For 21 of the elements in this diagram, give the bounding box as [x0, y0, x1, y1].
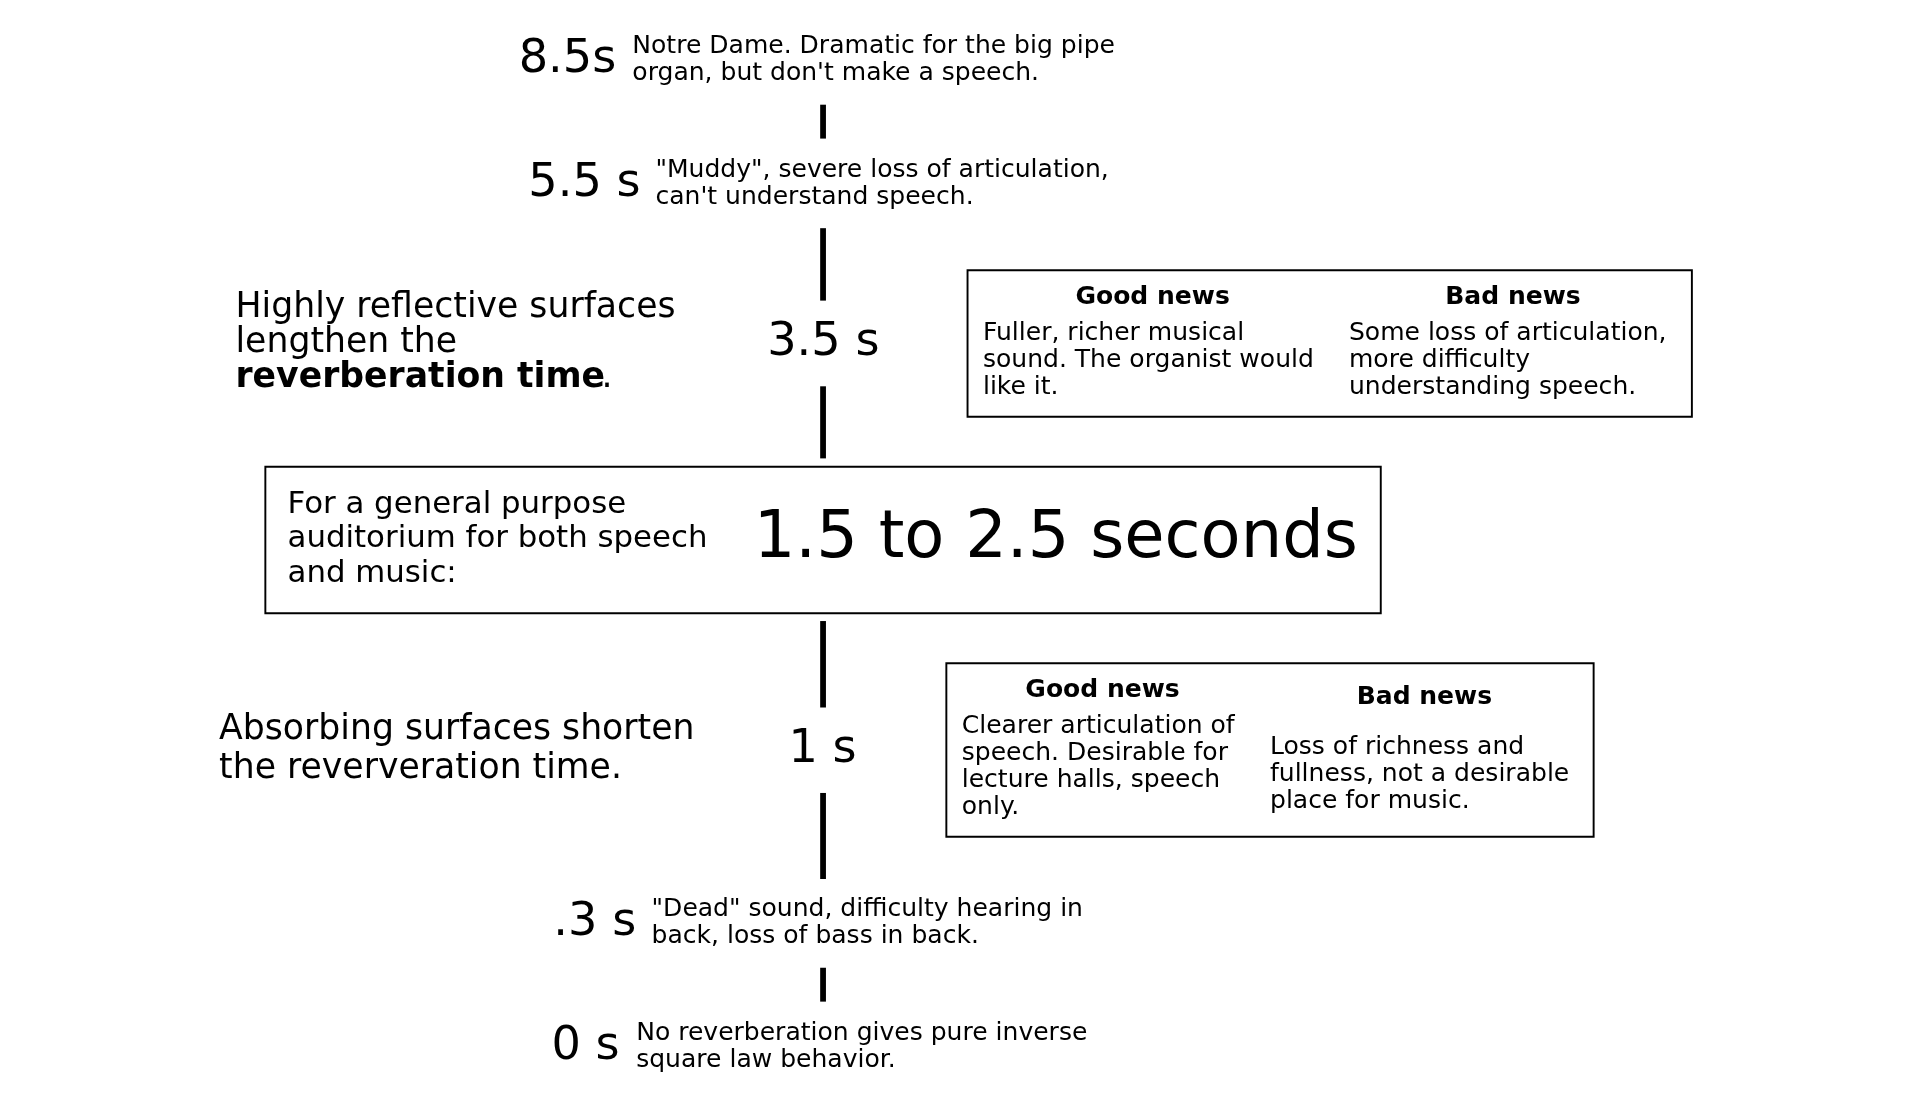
node-text: .3 s	[553, 892, 637, 947]
node-text: 8.5s	[518, 29, 617, 84]
connector	[820, 228, 826, 301]
node-box: For a general purpose auditorium for both speech and music: 1.5 to 2.5 seconds	[264, 465, 1382, 615]
node-text: 1 s	[788, 718, 857, 773]
node-text: 0 s	[551, 1015, 620, 1070]
connector	[820, 792, 826, 879]
label: Highly reflective surfaces lengthen the reverberation time.	[235, 285, 676, 395]
node-box: Good news Clearer articulation of speech. Desirable for lecture halls, speech only. Bad news Loss of richness and fullness, not a desirable place for music.	[945, 662, 1595, 838]
node-text: 5.5 s	[528, 152, 641, 207]
node-label: Notre Dame. Dramatic for the big pipe organ, but don't make a speech.	[632, 30, 1115, 87]
node-box: Good news Fuller, richer musical sound. The organist would like it. Bad news Some loss of articulation, more difficulty understanding speech.	[966, 269, 1693, 418]
node-label: "Dead" sound, difficulty hearing in back, loss of bass in back.	[651, 893, 1083, 950]
connector	[820, 386, 826, 459]
label: Absorbing surfaces shorten the reververation time.	[219, 707, 695, 786]
connector	[820, 621, 826, 708]
node-label: "Muddy", severe loss of articulation, can't understand speech.	[655, 153, 1109, 210]
connector	[820, 967, 826, 1002]
connector	[820, 104, 826, 139]
node-text: 3.5 s	[767, 312, 880, 367]
node-label: No reverberation gives pure inverse square law behavior.	[636, 1016, 1088, 1073]
